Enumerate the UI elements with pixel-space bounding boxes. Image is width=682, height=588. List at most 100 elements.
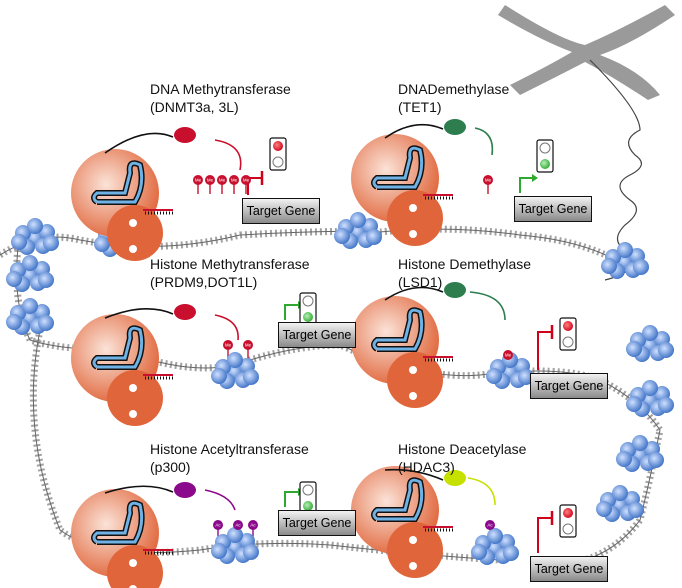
traffic-light-red xyxy=(563,508,573,518)
histone-subunit xyxy=(366,229,382,245)
acetyl-mark xyxy=(233,520,243,530)
traffic-light-red xyxy=(302,484,314,496)
arrowhead xyxy=(532,174,538,182)
panel-title: Histone Methytransferase(PRDM9,DOT1L) xyxy=(150,255,310,291)
mark-label: Ac xyxy=(215,523,221,528)
effector-domain xyxy=(174,127,196,143)
dcas9-pocket xyxy=(409,366,417,374)
chromatin-nucleosome xyxy=(626,380,674,417)
linker xyxy=(104,485,174,494)
histone-subunit xyxy=(633,259,649,275)
linker xyxy=(104,308,174,319)
histone-subunit xyxy=(43,235,59,251)
traffic-light-red xyxy=(273,141,283,151)
mark-label: Me xyxy=(505,353,512,358)
enzyme-examples: (DNMT3a, 3L) xyxy=(150,99,239,115)
histone-subunit xyxy=(6,271,22,287)
histone-subunit xyxy=(22,298,38,314)
dcas9-pocket xyxy=(409,562,417,570)
dcas9-lobe xyxy=(107,545,163,588)
panel-title: DNADemethylase(TET1) xyxy=(398,80,509,116)
effector-domain xyxy=(444,470,466,486)
chromatin-fiber xyxy=(589,59,642,281)
linker xyxy=(384,286,444,301)
repression-bar xyxy=(537,517,552,553)
panel-title: Histone Demethylase(LSD1) xyxy=(398,255,531,291)
histone-subunit xyxy=(612,485,628,501)
acetyl-mark xyxy=(213,520,223,530)
guide-rna xyxy=(372,146,424,189)
target-nucleosome xyxy=(211,352,259,389)
chromatin-nucleosome xyxy=(6,298,54,335)
dcas9-pocket xyxy=(409,392,417,400)
repression-bar xyxy=(537,331,552,370)
histone-subunit xyxy=(626,396,642,412)
chromatin-nucleosome xyxy=(334,212,382,249)
mark-label: Me xyxy=(225,343,232,348)
enzyme-name: Histone Deacetylase xyxy=(398,441,527,457)
panel-3 xyxy=(71,292,317,426)
mark-label: Ac xyxy=(235,523,241,528)
panel-title: Histone Acetyltransferase(p300) xyxy=(150,440,309,476)
target-nucleosome xyxy=(486,352,534,389)
target-gene-box: Target Gene xyxy=(278,322,356,348)
histone-subunit xyxy=(658,397,674,413)
activation-arrow xyxy=(519,177,532,193)
traffic-light-green xyxy=(272,156,284,168)
dcas9-pocket xyxy=(129,410,137,418)
guide-rna xyxy=(92,161,144,204)
histone-subunit xyxy=(658,342,674,358)
dcas9-pocket xyxy=(409,536,417,544)
mark-label: Me xyxy=(195,178,202,183)
histone-subunit xyxy=(642,380,658,396)
histone-subunit xyxy=(334,228,350,244)
dcas9-pocket xyxy=(129,559,137,567)
target-gene-box: Target Gene xyxy=(242,198,320,224)
enzyme-examples: (HDAC3) xyxy=(398,459,455,475)
activation-arrow xyxy=(284,491,298,507)
histone-subunit xyxy=(632,435,648,451)
mark-label: Me xyxy=(231,178,238,183)
panel-1 xyxy=(71,127,287,261)
dcas9-lobe xyxy=(387,352,443,408)
panel-5 xyxy=(71,481,317,588)
dcas9-lobe xyxy=(387,190,443,246)
mark-label: Me xyxy=(485,178,492,183)
dcas9-pocket xyxy=(409,204,417,212)
inhibition-arrow xyxy=(474,127,494,156)
histone-subunit xyxy=(211,368,227,384)
enzyme-name: Histone Methytransferase xyxy=(150,256,310,272)
histone-subunit xyxy=(38,315,54,331)
effector-domain xyxy=(444,119,466,135)
activity-arrow xyxy=(204,489,236,511)
traffic-light-red xyxy=(302,295,314,307)
histone-subunit xyxy=(22,255,38,271)
panel-title: DNA Methytransferase(DNMT3a, 3L) xyxy=(150,80,291,116)
dcas9-pocket xyxy=(129,219,137,227)
histone-subunit xyxy=(243,544,259,560)
target-gene-box: Target Gene xyxy=(530,373,608,399)
histone-subunit xyxy=(487,528,503,544)
effector-domain xyxy=(444,282,466,298)
chromatin-nucleosome xyxy=(596,485,644,522)
linker xyxy=(104,132,174,154)
methyl-mark xyxy=(503,350,513,360)
dcas9-pocket xyxy=(129,585,137,588)
histone-subunit xyxy=(38,272,54,288)
histone-subunit xyxy=(628,502,644,518)
methyl-mark xyxy=(193,175,203,185)
methyl-mark xyxy=(483,175,493,185)
chromatin-nucleosome xyxy=(616,435,664,472)
mark-label: Ac xyxy=(487,523,493,528)
chromatin-nucleosome xyxy=(6,255,54,292)
enzyme-examples: (LSD1) xyxy=(398,274,443,290)
traffic-light-green xyxy=(562,336,574,348)
panel-4 xyxy=(351,282,577,408)
methyl-mark xyxy=(241,175,251,185)
guide-rna xyxy=(92,326,144,369)
histone-subunit xyxy=(243,369,259,385)
histone-subunit xyxy=(11,234,27,250)
histone-subunit xyxy=(211,543,227,559)
